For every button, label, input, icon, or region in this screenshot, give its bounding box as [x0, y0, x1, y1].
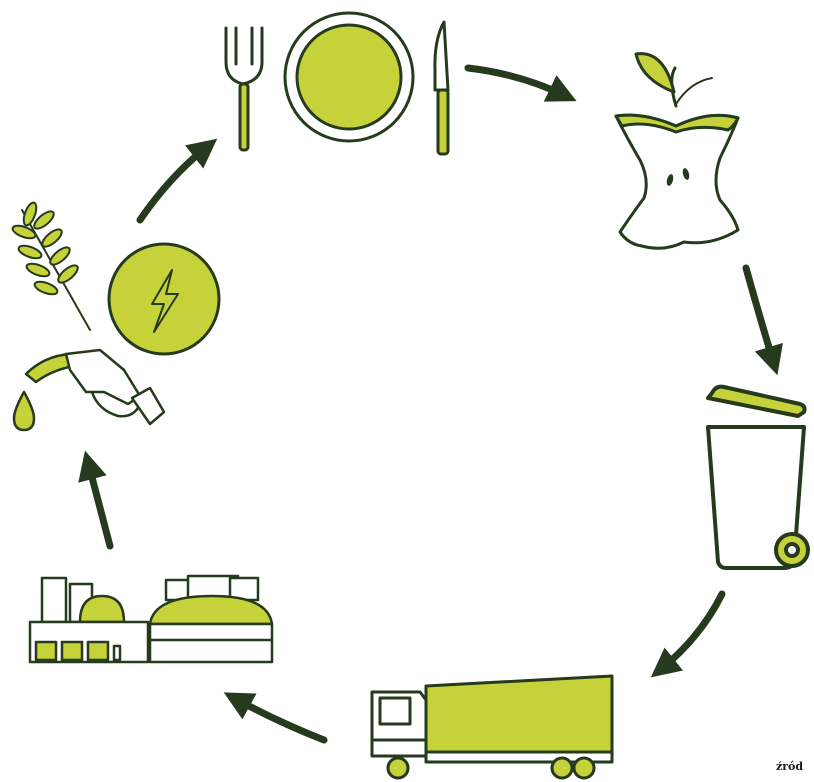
- arrow-waste-to-bin: [742, 264, 783, 376]
- apple-core-icon: [614, 52, 740, 250]
- arrow-plant-to-energy: [78, 450, 114, 550]
- cycle-arrows: [78, 64, 783, 744]
- lightning-icon: [107, 242, 221, 356]
- arrow-truck-to-plant: [223, 692, 328, 744]
- plate-icon: [283, 11, 415, 143]
- arrow-bin-to-truck: [650, 590, 726, 678]
- fuel-nozzle-icon: [24, 348, 166, 426]
- source-label: źród: [776, 760, 804, 773]
- biogas-plant-icon: [28, 574, 274, 664]
- knife-icon: [433, 20, 450, 156]
- wheat-icon: [11, 201, 91, 331]
- arrow-energy-to-meal: [136, 138, 218, 224]
- arrow-meal-to-waste: [464, 64, 577, 102]
- fuel-drop-icon: [12, 390, 36, 432]
- truck-icon: [370, 674, 614, 780]
- fork-icon: [224, 26, 264, 152]
- apple-seeds: [666, 168, 690, 186]
- wheelie-bin-icon: [706, 384, 810, 570]
